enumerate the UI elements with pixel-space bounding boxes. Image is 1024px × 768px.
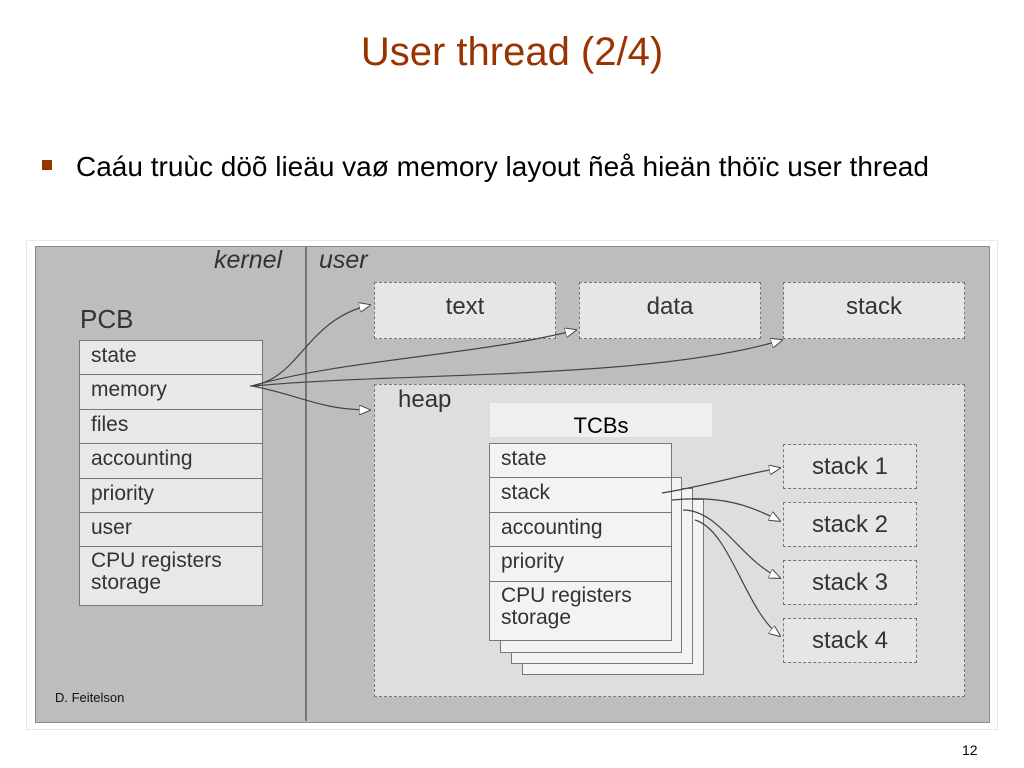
text-segment: text xyxy=(374,282,556,339)
pcb-table: state memory files accounting priority u… xyxy=(79,340,263,606)
memory-to-text-arrow xyxy=(249,305,370,387)
slide-number: 12 xyxy=(962,742,978,758)
memory-to-data-arrow xyxy=(251,330,576,387)
tcb-stack-to-stack1-arrow xyxy=(661,468,780,494)
slide-title: User thread (2/4) xyxy=(360,30,664,74)
tcb-row: priority xyxy=(490,547,671,582)
tcb-table: state stack accounting priority CPU regi… xyxy=(489,443,672,641)
thread-stack-3: stack 3 xyxy=(783,560,917,605)
tcb-row: CPU registers storage xyxy=(501,583,632,629)
tcb-row: accounting xyxy=(490,513,671,548)
tcb-to-stack2-arrow xyxy=(671,498,780,521)
tcb-row: stack xyxy=(490,478,671,513)
bullet-text: Caáu truùc döõ lieäu vaø memory layout ñ… xyxy=(76,151,929,182)
pcb-row: priority xyxy=(80,479,262,513)
pcb-row: user xyxy=(80,513,262,548)
memory-to-stack-arrow xyxy=(253,340,782,387)
tcb-to-stack3-arrow xyxy=(682,509,780,578)
thread-stack-4: stack 4 xyxy=(783,618,917,663)
pcb-row: CPU registers storage xyxy=(91,549,222,595)
thread-stack-2: stack 2 xyxy=(783,502,917,547)
thread-stack-1: stack 1 xyxy=(783,444,917,489)
heap-label: heap xyxy=(398,386,452,413)
user-label: user xyxy=(319,246,368,274)
pcb-title: PCB xyxy=(80,304,134,334)
tcb-to-stack4-arrow xyxy=(694,519,780,636)
credit-text: D. Feitelson xyxy=(55,690,125,705)
tcbs-title: TCBs xyxy=(490,403,712,438)
pcb-row: accounting xyxy=(80,444,262,479)
stack-segment: stack xyxy=(783,282,965,339)
kernel-user-divider xyxy=(305,247,307,721)
pcb-row: memory xyxy=(80,375,262,410)
bullet-square-icon xyxy=(42,160,52,170)
pcb-row: files xyxy=(80,410,262,445)
memory-to-heap-arrow xyxy=(251,385,370,410)
tcb-row: state xyxy=(490,444,671,479)
data-segment: data xyxy=(579,282,761,339)
kernel-label: kernel xyxy=(214,246,283,274)
pcb-row: state xyxy=(80,341,262,376)
